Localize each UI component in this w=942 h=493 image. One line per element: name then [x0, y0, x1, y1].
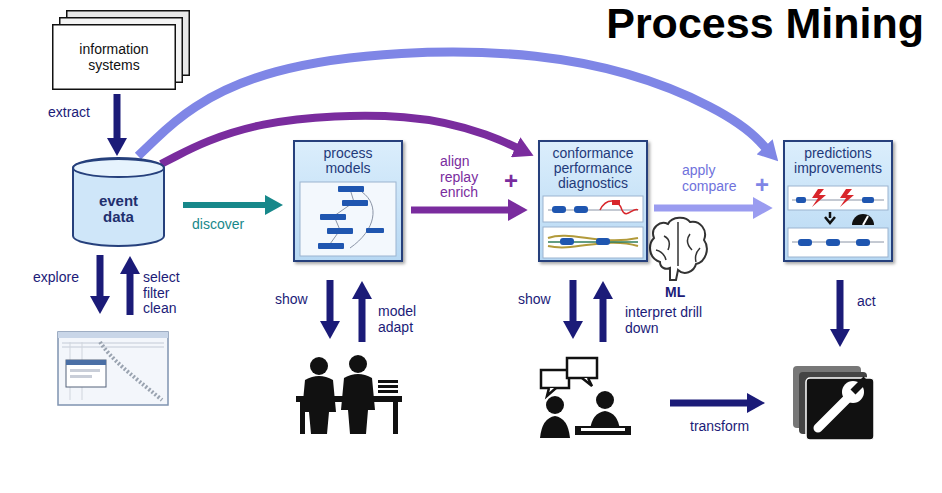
node-label: information systems: [52, 41, 176, 73]
improvement-icon: [793, 366, 874, 440]
ml-brain-icon: [650, 218, 707, 280]
node-label: process models: [300, 146, 396, 176]
annotation-label: transform: [690, 419, 749, 435]
flow-arrow: [183, 202, 266, 208]
annotation-label: select filter clean: [143, 270, 198, 317]
annotation-label: show: [275, 292, 308, 308]
node-label: conformance performance diagnostics: [545, 146, 641, 191]
show-arrow: [327, 280, 334, 322]
annotation-label: ML: [665, 285, 685, 301]
log-screenshot: [58, 332, 168, 405]
annotation-label: interpret drill down: [625, 305, 710, 336]
database-cylinder: event data: [72, 158, 165, 246]
diagram-title: Process Mining: [606, 2, 924, 45]
discussion-icon: [540, 358, 631, 438]
transform-arrow: [670, 400, 748, 407]
node-label: event data: [89, 193, 149, 226]
node-label: predictions improvements: [790, 146, 886, 176]
edge-label: apply compare: [682, 163, 752, 194]
flow-arrow: [654, 205, 754, 212]
act-arrow: [837, 280, 844, 330]
source-system-stack: information systems: [52, 10, 190, 90]
flow-arrow: [114, 94, 121, 139]
select-arrow: [127, 273, 134, 315]
annotation-label: +: [504, 168, 518, 195]
annotation-label: explore: [33, 270, 79, 286]
adapt-arrow: [359, 298, 366, 342]
annotation-label: act: [857, 294, 876, 310]
process-model-thumbnail: [300, 182, 396, 256]
annotation-label: +: [755, 172, 769, 199]
flow-arrow: [138, 52, 765, 156]
annotation-label: model adapt: [378, 304, 433, 335]
show-arrow: [570, 280, 577, 322]
conformance-thumbnail: [543, 196, 643, 258]
prediction-thumbnail: [788, 186, 888, 257]
annotation-label: show: [518, 292, 551, 308]
edge-label: discover: [192, 217, 244, 233]
interpret-arrow: [600, 298, 607, 342]
flow-arrow: [411, 207, 509, 214]
edge-label: extract: [48, 105, 90, 121]
edge-label: align replay enrich: [440, 154, 495, 201]
analysts-icon: [296, 355, 402, 434]
explore-arrow: [97, 255, 104, 297]
